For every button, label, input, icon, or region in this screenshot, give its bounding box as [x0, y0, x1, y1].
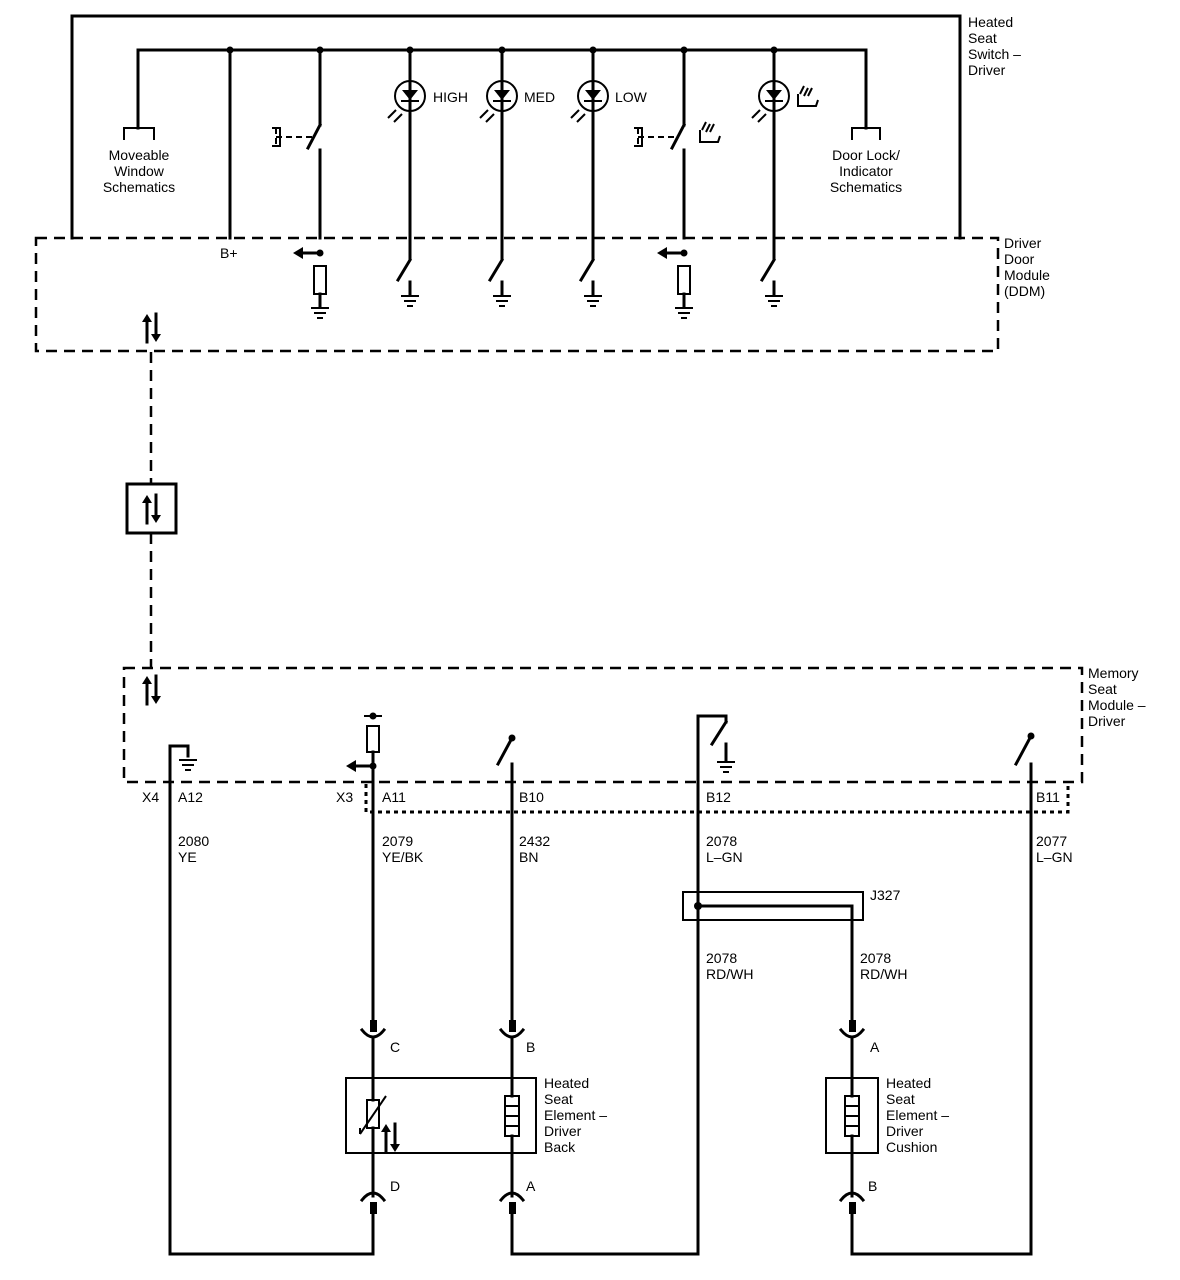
- wire-2078-top-color: L–GN: [706, 849, 743, 865]
- msm-labels: Memory Seat Module – Driver X4 A12 X3 A1…: [142, 665, 1146, 805]
- heated-seat-element-cushion: [825, 1076, 879, 1155]
- upper-terminals: [359, 1020, 866, 1080]
- pin-b10: B10: [519, 789, 544, 805]
- door-lock-1: Door Lock/: [832, 147, 900, 163]
- led-med-label: MED: [524, 89, 555, 105]
- wire-2078-top-num: 2078: [706, 833, 737, 849]
- moveable-window-3: Schematics: [103, 179, 175, 195]
- led-low-label: LOW: [615, 89, 648, 105]
- wire-2077-color: L–GN: [1036, 849, 1073, 865]
- wire-2077-num: 2077: [1036, 833, 1067, 849]
- temp-sensor-arrows-icon: [379, 1122, 402, 1154]
- msm-title-4: Driver: [1088, 713, 1126, 729]
- lower-terminals: [359, 1151, 866, 1256]
- ddm-labels: Driver Door Module (DDM) B+: [220, 235, 1050, 299]
- cushion-label-1: Heated: [886, 1075, 931, 1091]
- connector-x4: X4: [142, 789, 159, 805]
- ddm-title-1: Driver: [1004, 235, 1042, 251]
- wire-2078-right-num: 2078: [860, 950, 891, 966]
- msm-comm-arrows-icon: [140, 674, 163, 706]
- pin-a12: A12: [178, 789, 203, 805]
- led-high-icon: [387, 80, 426, 123]
- wire-2079-num: 2079: [382, 833, 413, 849]
- wire-2432-color: BN: [519, 849, 538, 865]
- heated-seat-element-back: [345, 1076, 537, 1155]
- msm-title-3: Module –: [1088, 697, 1146, 713]
- ddm-comm-arrows-icon: [140, 312, 163, 344]
- msm-title-2: Seat: [1088, 681, 1117, 697]
- cushion-label-2: Seat: [886, 1091, 915, 1107]
- led-med-icon: [479, 80, 518, 123]
- splice-label: J327: [870, 887, 901, 903]
- cushion-label-3: Element –: [886, 1107, 949, 1123]
- back-label-3: Element –: [544, 1107, 607, 1123]
- splice-j327: [682, 891, 864, 921]
- back-label-2: Seat: [544, 1091, 573, 1107]
- pin-b11: B11: [1036, 789, 1060, 805]
- switch-title-2: Seat: [968, 30, 997, 46]
- moveable-window-1: Moveable: [109, 147, 170, 163]
- back-label-5: Back: [544, 1139, 576, 1155]
- memory-seat-module: [122, 666, 1084, 784]
- pin-b-cushion: B: [868, 1178, 877, 1194]
- wire-2079-color: YE/BK: [382, 849, 424, 865]
- led-high-label: HIGH: [433, 89, 468, 105]
- x3-connector-outline: [364, 784, 1070, 814]
- pin-d: D: [390, 1178, 400, 1194]
- pin-b12: B12: [706, 789, 731, 805]
- switch-title-3: Switch –: [968, 46, 1021, 62]
- switch-labels: Heated Seat Switch – Driver Moveable Win…: [103, 14, 1021, 195]
- wire-labels: 2080 YE 2079 YE/BK 2432 BN 2078 L–GN 207…: [178, 833, 1073, 982]
- door-lock-3: Schematics: [830, 179, 902, 195]
- moveable-window-connector: [123, 127, 155, 140]
- wire-2078-left-color: RD/WH: [706, 966, 753, 982]
- connector-x3: X3: [336, 789, 353, 805]
- pin-b-back: B: [526, 1039, 535, 1055]
- cushion-label-5: Cushion: [886, 1139, 937, 1155]
- back-label-1: Heated: [544, 1075, 589, 1091]
- serial-data-link: [125, 352, 178, 668]
- moveable-window-2: Window: [114, 163, 165, 179]
- wire-2080-num: 2080: [178, 833, 209, 849]
- ddm-module: [34, 236, 1000, 353]
- switch-title-4: Driver: [968, 62, 1006, 78]
- ddm-title-2: Door: [1004, 251, 1035, 267]
- led-low-icon: [570, 80, 609, 123]
- door-lock-2: Indicator: [839, 163, 893, 179]
- cushion-label-4: Driver: [886, 1123, 924, 1139]
- msm-title-1: Memory: [1088, 665, 1139, 681]
- pin-a-cushion: A: [870, 1039, 880, 1055]
- pin-c: C: [390, 1039, 400, 1055]
- wire-2078-right-color: RD/WH: [860, 966, 907, 982]
- wire-2078-left-num: 2078: [706, 950, 737, 966]
- wire-2432-num: 2432: [519, 833, 550, 849]
- wire-2080-color: YE: [178, 849, 197, 865]
- element-labels: C B A D A B Heated Seat Element – Driver…: [390, 1039, 949, 1194]
- harness-wires: [168, 762, 1033, 1256]
- pin-a-back: A: [526, 1178, 536, 1194]
- led-seatback-icon: [751, 80, 790, 123]
- heated-seat-switch: [70, 14, 962, 240]
- serial-data-arrows-icon: [140, 493, 163, 525]
- ddm-title-4: (DDM): [1004, 283, 1045, 299]
- b-plus-label: B+: [220, 245, 238, 261]
- back-label-4: Driver: [544, 1123, 582, 1139]
- pin-a11: A11: [382, 789, 406, 805]
- switch-title-1: Heated: [968, 14, 1013, 30]
- door-lock-connector: [851, 127, 881, 140]
- ddm-title-3: Module: [1004, 267, 1050, 283]
